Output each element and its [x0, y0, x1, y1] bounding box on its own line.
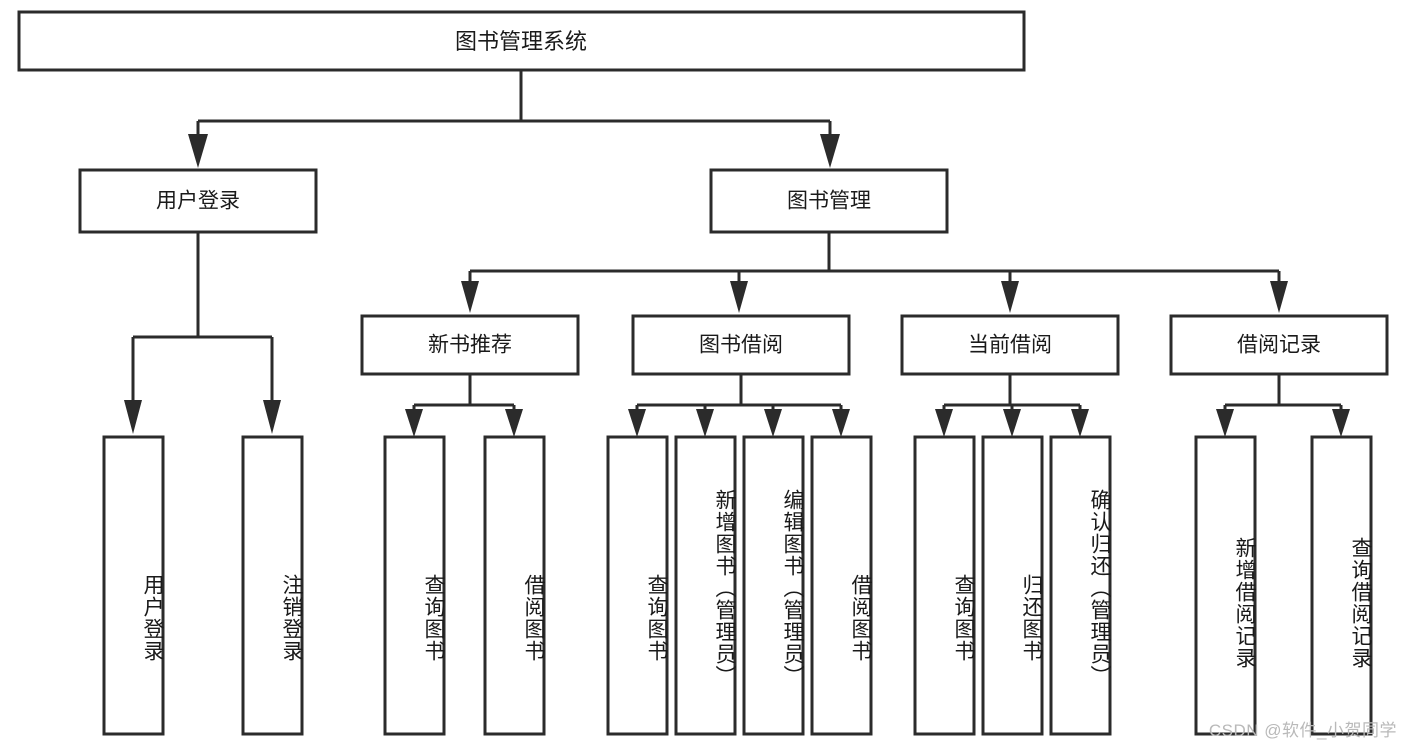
node-user-login[interactable]: 用户登录	[78, 168, 318, 234]
connector-book-management-to-level3	[461, 232, 1288, 313]
node-book-borrow-label: 图书借阅	[699, 334, 783, 357]
leaf-box-user-login-1[interactable]	[241, 435, 304, 736]
node-current-borrow-label: 当前借阅	[968, 334, 1052, 357]
arrow-head-icon	[696, 409, 714, 437]
leaf-box-borrow-record-0[interactable]	[1194, 435, 1257, 736]
arrow-head-icon	[832, 409, 850, 437]
node-root-label: 图书管理系统	[455, 29, 587, 54]
connector-borrow-record-to-leaves	[1216, 374, 1350, 437]
node-new-book-recommend-box[interactable]	[360, 314, 580, 376]
connector-book-borrow-to-leaves	[628, 374, 850, 437]
arrow-head-icon	[1270, 281, 1288, 313]
node-current-borrow-box[interactable]	[900, 314, 1120, 376]
connector-user-login-to-leaves	[124, 232, 281, 434]
leaf-box-book-borrow-1[interactable]	[674, 435, 737, 736]
leaf-box-new-book-0[interactable]	[383, 435, 446, 736]
arrow-head-icon	[505, 409, 523, 437]
arrow-head-icon	[1216, 409, 1234, 437]
arrow-head-icon	[935, 409, 953, 437]
arrow-head-icon	[461, 281, 479, 313]
arrow-head-icon	[124, 400, 142, 434]
arrow-head-icon	[1332, 409, 1350, 437]
node-current-borrow[interactable]: 当前借阅	[900, 314, 1120, 376]
leaf-box-book-borrow-3[interactable]	[810, 435, 873, 736]
node-book-management[interactable]: 图书管理	[709, 168, 949, 234]
arrow-head-icon	[764, 409, 782, 437]
arrow-head-icon	[820, 134, 840, 168]
csdn-watermark: CSDN @软件_小贺同学	[1208, 721, 1397, 740]
node-root[interactable]: 图书管理系统	[17, 10, 1026, 72]
node-new-book-recommend[interactable]: 新书推荐	[360, 314, 580, 376]
node-new-book-recommend-label: 新书推荐	[428, 334, 512, 357]
node-user-login-box[interactable]	[78, 168, 318, 234]
connector-current-borrow-to-leaves	[935, 374, 1089, 437]
node-book-borrow[interactable]: 图书借阅	[631, 314, 851, 376]
leaf-box-book-borrow-2[interactable]	[742, 435, 805, 736]
arrow-head-icon	[263, 400, 281, 434]
node-user-login-label: 用户登录	[156, 190, 240, 213]
leaf-box-current-borrow-1[interactable]	[981, 435, 1044, 736]
arrow-head-icon	[405, 409, 423, 437]
arrow-head-icon	[628, 409, 646, 437]
arrow-head-icon	[188, 134, 208, 168]
leaf-box-new-book-1[interactable]	[483, 435, 546, 736]
node-borrow-record[interactable]: 借阅记录	[1169, 314, 1389, 376]
leaf-box-current-borrow-2[interactable]	[1049, 435, 1112, 736]
arrow-head-icon	[1001, 281, 1019, 313]
node-borrow-record-label: 借阅记录	[1237, 334, 1321, 357]
connector-new-book-recommend-to-leaves	[405, 374, 523, 437]
arrow-head-icon	[1003, 409, 1021, 437]
leaf-box-book-borrow-0[interactable]	[606, 435, 669, 736]
node-root-box[interactable]	[17, 10, 1026, 72]
leaf-box-current-borrow-0[interactable]	[913, 435, 976, 736]
arrow-head-icon	[730, 281, 748, 313]
arrow-head-icon	[1071, 409, 1089, 437]
leaf-box-user-login-0[interactable]	[102, 435, 165, 736]
node-book-management-label: 图书管理	[787, 190, 871, 213]
leaf-box-borrow-record-1[interactable]	[1310, 435, 1373, 736]
connector-root-to-level2	[188, 70, 840, 168]
